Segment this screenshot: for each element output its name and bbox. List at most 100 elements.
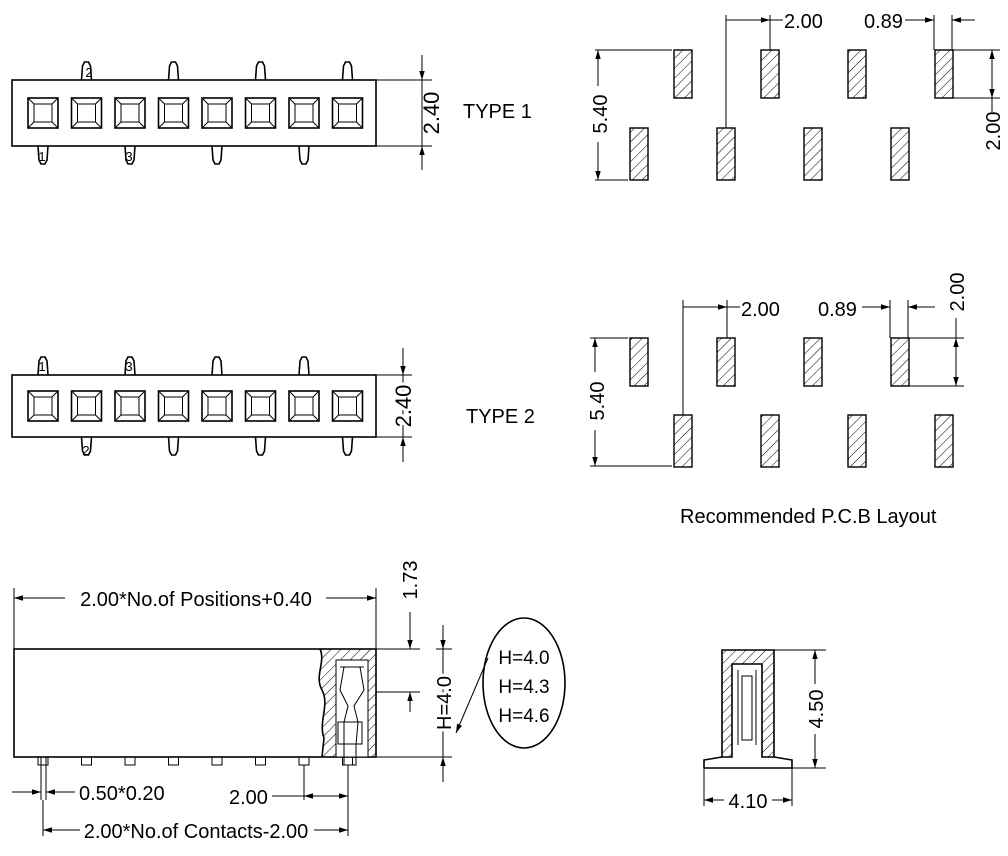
pin-tab [211,145,223,165]
pcb-pad [890,127,910,181]
contact-tail [37,756,49,766]
end-view-height-dimension: 4.50 [806,690,828,729]
pin-tab [341,436,354,456]
contact-tails [37,756,353,766]
pcb-pad [847,414,867,468]
contact-cavity [27,390,59,422]
type2-row-span-dimension: 5.40 [587,382,609,421]
contact-cavity [288,97,320,129]
pcb-pad [934,49,954,99]
type2-pin-number-3: 3 [125,359,132,374]
contact-cavity [331,390,364,422]
height-option-1: H=4.0 [498,648,549,669]
type2-pads [629,337,954,468]
pin-tab [124,356,136,376]
type1-pad-width-dimension: 0.89 [864,11,903,33]
pcb-pad [847,49,867,99]
contact-spring [339,666,365,766]
end-view-width-dimension: 4.10 [729,791,768,813]
end-view-tails [703,756,793,769]
type2-pin-number-1: 1 [38,359,45,374]
contact-cavity [201,390,233,422]
type2-contact-cavities [27,390,364,422]
type1-pin-number-2: 2 [85,65,92,80]
height-dimension-halo: H=4.0 [434,676,456,730]
contact-cavity [70,390,103,422]
pcb-pad [760,414,780,468]
pcb-pad [803,127,823,181]
pcb-pad [673,414,693,468]
pcb-pad [629,337,649,387]
type2-pad-length-dimension: 2.00 [947,273,969,312]
type2-height-dimension-halo: 2.40 [391,385,416,428]
type1-height-dimension: 2.40 [419,92,444,135]
pcb-pad [716,337,736,387]
contact-tail [255,756,266,766]
type1-pin-number-3: 3 [125,149,132,164]
type1-housing [11,79,377,147]
contact-cavity [27,97,59,129]
pin-tab [211,356,223,376]
type1-pad-length-dimension: 2.00 [983,112,1005,151]
type2-housing [11,374,377,438]
type1-label: TYPE 1 [463,101,532,123]
pin-tab [298,145,310,165]
contact-cavity [70,97,103,129]
pcb-pad [629,127,649,181]
pcb-layout-caption: Recommended P.C.B Layout [680,506,937,528]
contact-cavity [244,97,277,129]
pcb-pad [760,49,780,99]
type1-top-view: 2 1 3 2.40 TYPE 1 [11,55,532,170]
pcb-pad [716,127,736,181]
pin-tab [254,436,267,456]
type1-pcb-layout: 5.40 2.00 0.89 2.00 [586,11,1005,181]
height-option-2: H=4.3 [498,677,549,698]
pin-tab [254,61,267,81]
callout-leader [455,657,489,734]
type1-pins [37,61,354,165]
contact-tail [124,756,136,766]
contact-span-dimension: 2.00*No.of Contacts-2.00 [84,821,309,843]
contact-tail [168,756,179,766]
contact-cavity [114,97,146,129]
overall-length-dimension: 2.00*No.of Positions+0.40 [80,589,312,611]
pin-tab [124,145,136,165]
type2-pad-width-dimension: 0.89 [818,299,857,321]
pin-tab [80,61,93,81]
contact-cavity [244,390,277,422]
contact-cavity [157,97,190,129]
type1-pads [629,49,954,181]
type2-top-view: 1 3 2 2.40 2.40 TYPE 2 [11,348,535,462]
pcb-pad [673,49,693,99]
end-view-housing [721,649,775,758]
pin-tab [341,61,354,81]
front-view: 2.00*No.of Positions+0.40 1.73 H=4.0 H=4… [12,561,566,843]
pcb-pad [803,337,823,387]
contact-tail [298,756,310,766]
type2-pitch-dimension: 2.00 [741,299,780,321]
end-view: 4.50 4.10 [703,649,829,813]
end-view-contact [734,663,760,745]
type2-pin-number-2: 2 [82,443,89,458]
pin-tab [298,356,310,376]
type2-height-dimension: 2.40 [391,385,416,428]
type1-contact-cavities [27,97,364,129]
type2-label: TYPE 2 [466,406,535,428]
height-dimension: H=4.0 [434,676,456,730]
contact-cavity [157,390,190,422]
height-options-callout [482,617,566,749]
type1-pin-number-1: 1 [38,149,45,164]
type2-pcb-layout: 5.40 2.00 0.89 2.00 Recommended P.C.B La… [583,273,969,528]
type2-pins [37,356,354,456]
pin-tab [37,356,49,376]
pin-tab [167,436,180,456]
contact-size-dimension: 0.50*0.20 [79,783,165,805]
pin-tab [80,436,93,456]
contact-cavity [288,390,320,422]
contact-pitch-dimension: 2.00 [229,787,268,809]
contact-cavity [114,390,146,422]
height-option-3: H=4.6 [498,706,549,727]
contact-cavity [201,97,233,129]
contact-tail [81,756,92,766]
